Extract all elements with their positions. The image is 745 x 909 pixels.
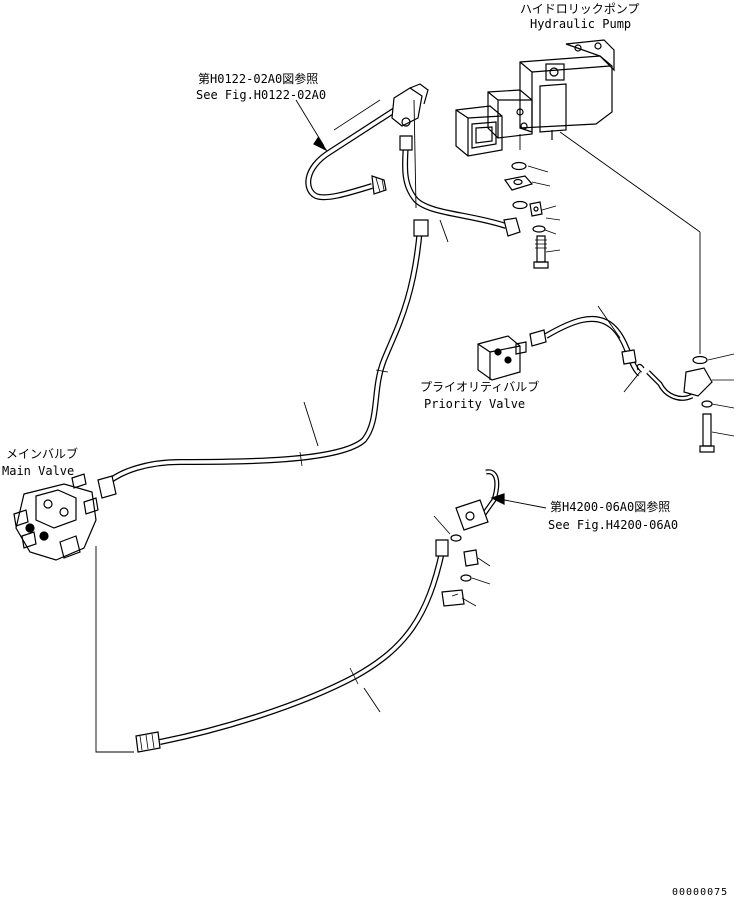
reference-bottom-label-en: See Fig.H4200-06A0: [548, 518, 679, 532]
pump-pressure-hose: [399, 99, 521, 243]
main-valve-label-en: Main Valve: [2, 464, 75, 478]
priority-valve-label-en: Priority Valve: [424, 397, 526, 411]
main-valve: [13, 473, 134, 753]
hydraulic-pump: [455, 39, 701, 233]
reference-top-label-en: See Fig.H0122-02A0: [196, 88, 327, 102]
priority-valve-label-jp: プライオリティバルブ: [420, 380, 540, 394]
pump-port-fittings: [503, 161, 561, 269]
return-hose: [135, 469, 547, 753]
hydraulic-pump-label-en: Hydraulic Pump: [530, 17, 632, 31]
upper-suction-hose: [295, 83, 429, 201]
priority-valve: [477, 329, 547, 381]
reference-bottom-label-jp: 第H4200-06A0図参照: [550, 500, 671, 514]
hydraulic-pump-label-jp: ハイドロリックポンプ: [520, 2, 640, 16]
priority-hose: [544, 232, 735, 453]
reference-top-label-jp: 第H0122-02A0図参照: [198, 72, 319, 86]
main-valve-label-jp: メインバルブ: [6, 447, 79, 461]
main-supply-hose: [97, 219, 429, 499]
drawing-number: 00000075: [672, 887, 729, 898]
